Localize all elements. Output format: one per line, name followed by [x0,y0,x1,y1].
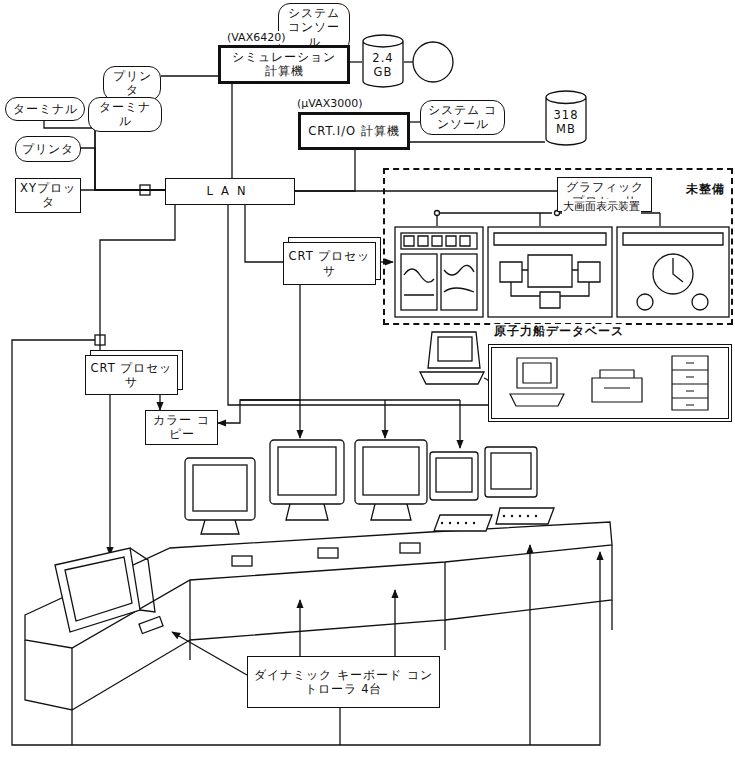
connector [295,190,557,191]
node-label: プリンタ [108,69,156,98]
computer-box: CRT.I/O 計算機 [298,112,410,150]
lan-bus: LAN [165,178,295,205]
display-wire [659,213,660,226]
console: システム コンソール [420,100,505,135]
node-label: CRT プロセッサ [90,361,173,390]
connector [295,150,355,191]
node-label: LAN [206,184,253,198]
controller-box: ダイナミック キーボード コントローラ 4台 [247,656,440,708]
printer: プリンタ [103,66,161,101]
node-label: システム コンソール [283,6,345,49]
controller-arrow [172,632,247,675]
caption-label: (μVAX3000) [296,97,363,110]
database-equipment [492,348,728,418]
plotter: XYプロッタ [15,178,81,213]
computer-box: シミュレーション 計算機 [218,45,350,84]
monitor-arrow [299,400,300,438]
disk-drive: 318 MB [545,90,587,146]
connector [410,141,545,142]
controller-arrow [529,545,530,745]
connector [245,205,283,262]
database-terminal [420,332,491,390]
keypad-dots [441,515,537,524]
display-panels [395,227,729,317]
monitor-arrow [459,400,460,448]
tape-reel [413,42,453,82]
display-wire [440,212,552,213]
node-label: カラー コピー [150,413,213,442]
database-heading: 原子力船データベース [494,324,624,338]
pending-region: 未整備グラフィック プロセッサ [383,168,733,325]
disk-drive: 2.4 GB [362,34,404,88]
node-label: 318 MB [549,108,583,137]
processor-box: CRT プロセッサ [85,355,178,395]
connector [228,205,488,405]
node-label: プリンタ [22,142,74,156]
node-label: シミュレーション 計算機 [225,50,343,79]
connector [95,128,165,190]
tape-wire [404,61,413,62]
connector [100,205,175,355]
node-label: ターミナル [13,102,78,116]
controller-arrow [394,590,395,656]
caption-label: 大画面表示装置 [562,199,641,214]
terminal-dot [435,211,440,216]
region-label: 未整備 [686,182,725,196]
terminal: ターミナル [5,97,85,121]
node-label: CRT プロセッサ [288,249,371,278]
printer: プリンタ [15,136,81,162]
node-label: ターミナル [93,100,157,129]
caption-label: (VAX6420) [226,31,286,44]
connector [159,395,160,410]
connector [81,189,165,190]
console-desk [25,440,612,745]
display-wire [539,213,540,226]
terminal: ターミナル [88,97,162,132]
processor-box: CRT プロセッサ [283,242,376,285]
connector [231,84,232,178]
node-label: ダイナミック キーボード コントローラ 4台 [252,668,435,697]
node-label: 2.4 GB [366,51,400,80]
node-label: CRT.I/O 計算機 [308,124,399,138]
database-box: 原子力船データベース [488,322,732,422]
connector [81,148,165,190]
copier-box: カラー コピー [145,410,218,445]
controller-arrow [299,600,300,656]
node-label: XYプロッタ [20,181,76,210]
connector [161,75,218,76]
connector [410,121,420,122]
controller-wire [339,708,340,745]
display-wire [436,216,437,226]
connector [350,61,362,62]
connector [218,285,300,423]
monitor-arrow [384,400,385,438]
monitor-arrow [109,395,110,555]
node-label: システム コンソール [425,103,500,132]
database-frame [488,344,732,422]
